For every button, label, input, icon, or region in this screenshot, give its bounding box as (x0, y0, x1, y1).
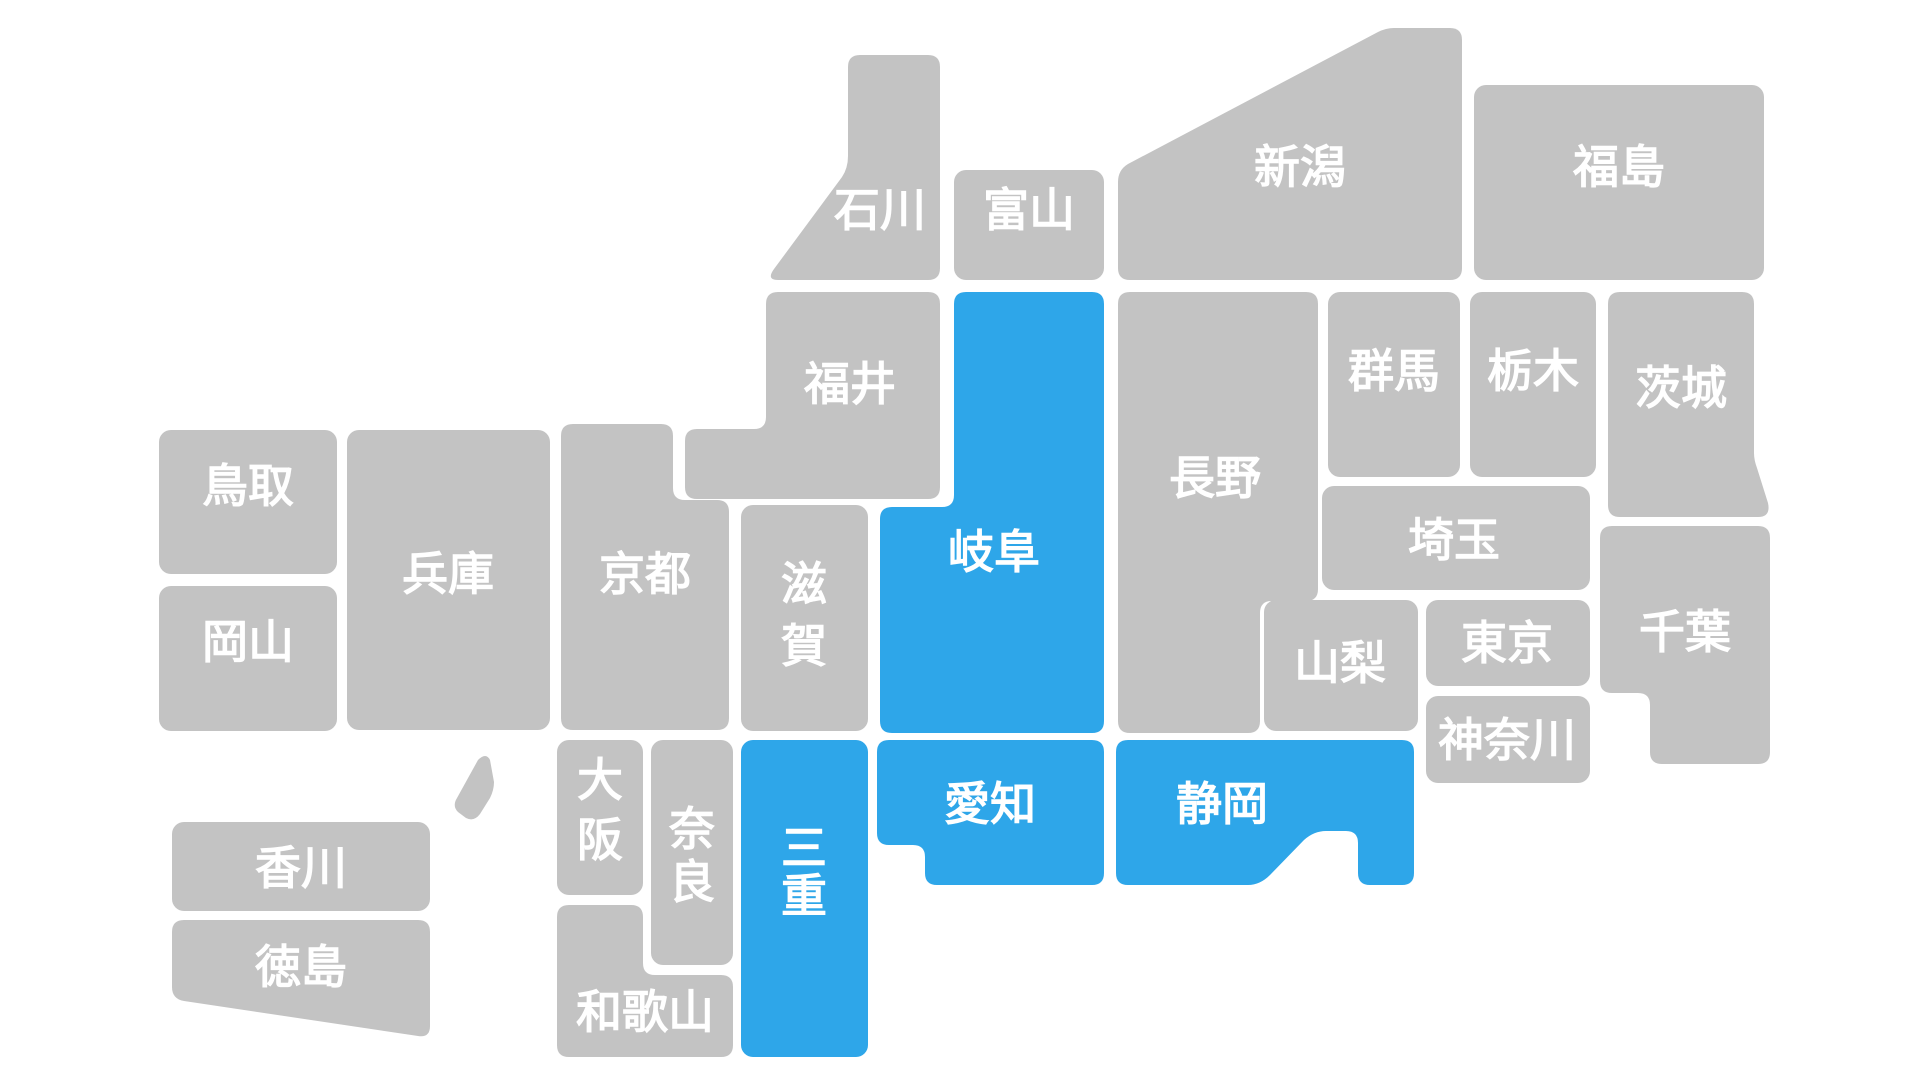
label-osaka-char-1: 大 (577, 753, 623, 807)
label-toyama: 富山 (983, 183, 1075, 237)
island-awaji[interactable] (454, 756, 494, 820)
label-mie: 三重 (781, 821, 827, 923)
label-osaka: 大阪 (577, 753, 623, 867)
prefecture-tottori[interactable]: 鳥取 (159, 430, 337, 574)
label-gunma: 群馬 (1348, 344, 1440, 398)
label-nara: 奈良 (668, 802, 715, 909)
label-gifu: 岐阜 (948, 525, 1040, 579)
label-mie-char-2: 重 (781, 869, 827, 923)
label-chiba: 千葉 (1639, 605, 1732, 659)
prefecture-kagawa[interactable]: 香川 (172, 822, 430, 911)
label-kagawa: 香川 (255, 841, 347, 895)
prefecture-kyoto[interactable]: 京都 (561, 424, 729, 730)
prefecture-niigata[interactable]: 新潟 (1118, 28, 1462, 280)
label-nara-char-2: 良 (669, 855, 715, 909)
label-kanagawa: 神奈川 (1438, 713, 1576, 767)
label-ishikawa: 石川 (834, 183, 926, 237)
label-hyogo: 兵庫 (402, 547, 494, 601)
label-nara-char-1: 奈 (668, 802, 715, 856)
prefecture-yamanashi[interactable]: 山梨 (1264, 600, 1418, 731)
label-nagano: 長野 (1169, 451, 1261, 505)
prefecture-tochigi[interactable]: 栃木 (1470, 292, 1596, 477)
prefecture-okayama[interactable]: 岡山 (159, 586, 337, 731)
prefecture-gunma[interactable]: 群馬 (1328, 292, 1460, 477)
label-saitama: 埼玉 (1408, 513, 1500, 567)
label-kyoto: 京都 (599, 547, 691, 601)
prefecture-aichi[interactable]: 愛知 (877, 740, 1104, 885)
label-fukui: 福井 (803, 357, 896, 411)
prefecture-toyama[interactable]: 富山 (954, 170, 1104, 280)
label-niigata: 新潟 (1254, 140, 1346, 194)
prefecture-ishikawa[interactable]: 石川 (770, 55, 940, 280)
label-yamanashi: 山梨 (1294, 636, 1386, 690)
prefecture-nagano[interactable]: 長野 (1118, 292, 1318, 733)
label-okayama: 岡山 (202, 615, 294, 669)
label-shizuoka: 静岡 (1176, 777, 1268, 831)
label-shiga-char-2: 賀 (781, 619, 827, 673)
prefecture-fukui[interactable]: 福井 (685, 292, 940, 499)
prefecture-shizuoka[interactable]: 静岡 (1116, 740, 1414, 885)
label-tokushima: 徳島 (254, 940, 347, 994)
prefecture-ibaraki[interactable]: 茨城 (1608, 292, 1769, 517)
label-shiga-char-1: 滋 (781, 557, 827, 611)
label-tochigi: 栃木 (1487, 344, 1579, 398)
prefecture-chiba[interactable]: 千葉 (1600, 526, 1770, 764)
label-aichi: 愛知 (944, 777, 1036, 831)
prefecture-saitama[interactable]: 埼玉 (1322, 486, 1590, 590)
prefecture-tokyo[interactable]: 東京 (1426, 600, 1590, 686)
prefecture-kanagawa[interactable]: 神奈川 (1426, 696, 1590, 783)
prefecture-hyogo[interactable]: 兵庫 (347, 430, 550, 730)
label-tottori: 鳥取 (202, 459, 294, 513)
prefecture-osaka[interactable]: 大阪 (557, 740, 643, 895)
label-shiga: 滋賀 (781, 557, 827, 673)
prefecture-fukushima[interactable]: 福島 (1474, 85, 1764, 280)
label-ibaraki: 茨城 (1635, 361, 1727, 415)
label-wakayama: 和歌山 (576, 985, 714, 1039)
prefecture-shiga[interactable]: 滋賀 (741, 505, 868, 731)
prefecture-gifu[interactable]: 岐阜 (880, 292, 1104, 733)
label-fukushima: 福島 (1572, 140, 1665, 194)
prefecture-mie[interactable]: 三重 (741, 740, 868, 1057)
prefecture-wakayama[interactable]: 和歌山 (557, 905, 733, 1057)
label-osaka-char-2: 阪 (577, 813, 623, 867)
prefecture-tokushima[interactable]: 徳島 (172, 920, 430, 1037)
label-mie-char-1: 三 (781, 821, 827, 875)
label-tokyo: 東京 (1461, 616, 1553, 670)
prefecture-nara[interactable]: 奈良 (651, 740, 733, 965)
